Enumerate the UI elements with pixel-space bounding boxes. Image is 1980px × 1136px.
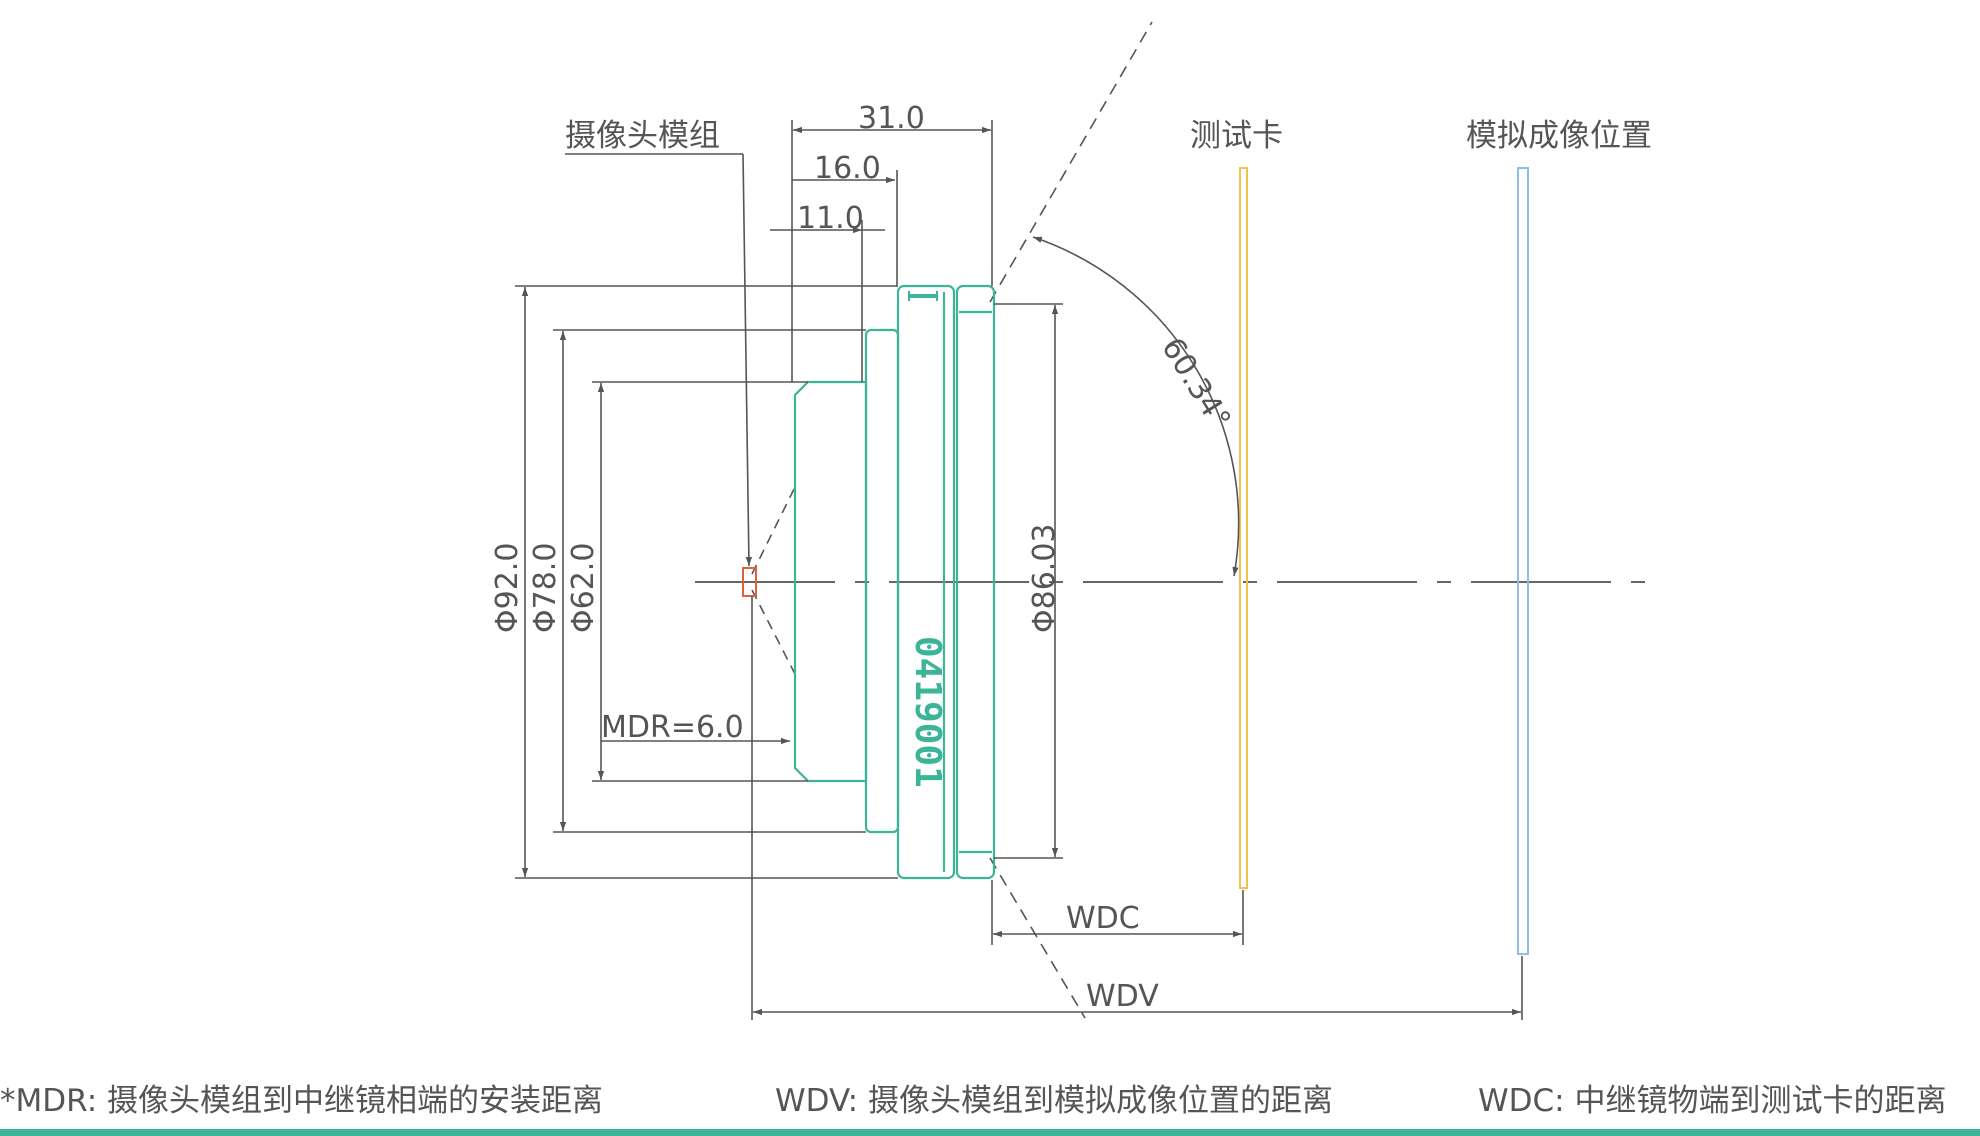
test-card-plane — [1239, 167, 1248, 889]
relay-lens-body — [793, 284, 996, 880]
dim-wdv: WDV — [1086, 979, 1159, 1014]
sensor-ray-upper — [751, 484, 797, 575]
fov-line-lower — [989, 857, 1086, 1019]
dim-diameter-78: Φ78.0 — [528, 543, 563, 633]
mdr-dimension-lines — [601, 596, 790, 1020]
camera-sensor-marker — [742, 567, 757, 597]
camera-module-leader — [565, 153, 753, 567]
note-wdv: WDV: 摄像头模组到模拟成像位置的距离 — [775, 1083, 1333, 1119]
virtual-image-label: 模拟成像位置 — [1466, 118, 1652, 154]
test-card-label: 测试卡 — [1190, 118, 1283, 154]
lens-serial-number: 0419001 — [907, 636, 948, 788]
length-dimension-lines — [770, 120, 993, 382]
dim-fov-angle: 60.34° — [1154, 332, 1237, 436]
dim-diameter-86: Φ86.03 — [1027, 524, 1062, 634]
dim-wdc: WDC — [1066, 901, 1140, 936]
dim-mdr: MDR=6.0 — [601, 710, 744, 745]
dim-length-mid: 16.0 — [814, 151, 881, 186]
virtual-image-plane — [1517, 167, 1529, 955]
lens-main-ring — [896, 284, 956, 880]
dim-length-total: 31.0 — [858, 101, 925, 136]
wdc-dimension-lines — [991, 880, 1244, 945]
note-mdr: *MDR: 摄像头模组到中继镜相端的安装距离 — [0, 1083, 603, 1119]
dim-length-short: 11.0 — [797, 201, 864, 236]
footnotes: *MDR: 摄像头模组到中继镜相端的安装距离 WDV: 摄像头模组到模拟成像位置… — [0, 1075, 1980, 1119]
note-wdc: WDC: 中继镜物端到测试卡的距离 — [1478, 1083, 1947, 1119]
dim-diameter-92: Φ92.0 — [490, 543, 525, 633]
dim-diameter-62: Φ62.0 — [566, 543, 601, 633]
bottom-accent-rule — [0, 1129, 1980, 1136]
diameter-dimension-lines — [515, 285, 898, 879]
camera-module-label: 摄像头模组 — [565, 118, 720, 154]
sensor-ray-lower — [751, 589, 797, 677]
wdv-dimension-lines — [753, 956, 1523, 1020]
lens-front-ring — [955, 284, 996, 880]
fov-angle-arc — [1032, 236, 1240, 577]
fov-line-upper — [989, 21, 1153, 303]
